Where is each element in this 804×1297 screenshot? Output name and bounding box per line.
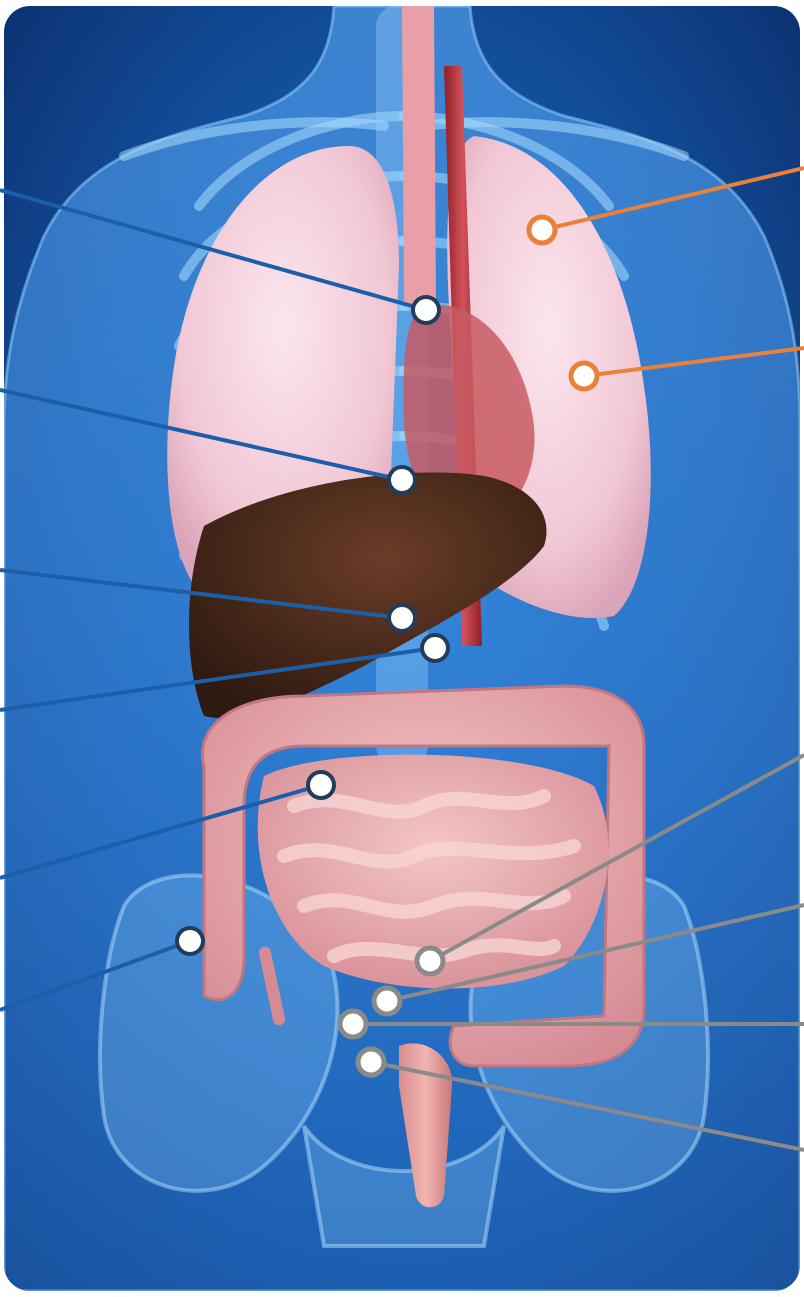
marker-rectum[interactable] (358, 1049, 384, 1075)
marker-esophagus[interactable] (389, 467, 415, 493)
leader-line-rectum (371, 1062, 804, 1150)
leader-line-cecum (387, 905, 804, 1001)
leader-line-ascending-colon (0, 941, 190, 1010)
leader-line-stomach (0, 570, 402, 618)
marker-small-intestine[interactable] (308, 772, 334, 798)
leader-line-small-intestine (0, 785, 321, 878)
leader-line-left-lung-lower (584, 348, 804, 376)
marker-left-lung-upper[interactable] (529, 217, 555, 243)
leader-line-esophagus (0, 390, 402, 480)
marker-appendix[interactable] (340, 1011, 366, 1037)
leader-line-pancreas (0, 648, 435, 710)
marker-left-lung-lower[interactable] (571, 363, 597, 389)
leader-line-trachea (0, 190, 426, 310)
marker-stomach[interactable] (389, 605, 415, 631)
marker-ascending-colon[interactable] (177, 928, 203, 954)
marker-ileum[interactable] (417, 948, 443, 974)
marker-trachea[interactable] (413, 297, 439, 323)
leader-line-left-lung-upper (542, 168, 804, 230)
marker-pancreas[interactable] (422, 635, 448, 661)
marker-cecum[interactable] (374, 988, 400, 1014)
leader-line-ileum (430, 755, 804, 961)
